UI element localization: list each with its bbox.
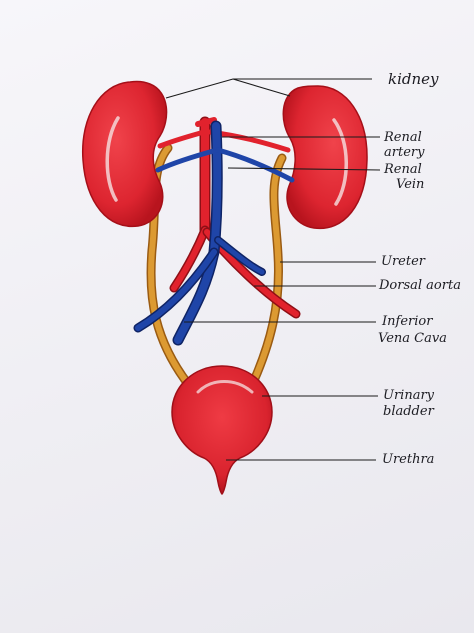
label-ivc-line1: Inferior (382, 314, 433, 329)
leader-kidney (165, 78, 372, 99)
leader-renal-vein (227, 167, 381, 171)
leader-lines (165, 78, 381, 461)
label-ivc-line2: Vena Cava (378, 331, 447, 346)
label-kidney: kidney (388, 70, 439, 88)
left-ureter (146, 143, 193, 389)
label-renal-vein-line1: Renal (384, 162, 422, 177)
renal-vein (155, 147, 295, 183)
inferior-vena-cava (133, 120, 266, 346)
label-ureter: Ureter (381, 254, 425, 269)
right-kidney (282, 85, 368, 230)
right-ureter (247, 153, 287, 390)
label-dorsal-aorta: Dorsal aorta (379, 278, 461, 293)
urinary-bladder (171, 365, 273, 496)
renal-artery (157, 129, 291, 153)
label-urethra: Urethra (382, 452, 435, 467)
label-bladder-line1: Urinary (383, 388, 435, 403)
label-renal-vein-line2: Vein (396, 177, 425, 192)
label-bladder-line2: bladder (383, 404, 434, 419)
label-renal-artery-line1: Renal (384, 130, 422, 145)
label-renal-artery-line2: artery (384, 145, 425, 160)
left-kidney (81, 80, 168, 228)
